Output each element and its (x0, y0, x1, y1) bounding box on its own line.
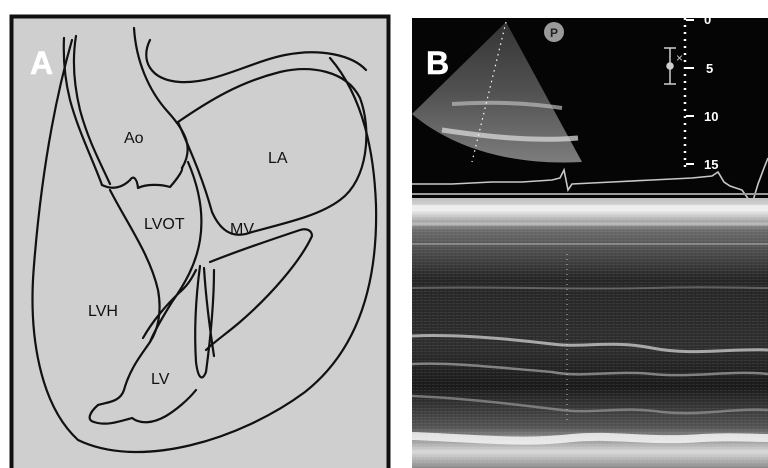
depth-label-10: 10 (704, 109, 718, 124)
svg-text:×: × (676, 51, 683, 65)
label-lvot: LVOT (144, 216, 185, 233)
panel-a-heart-diagram: A Ao LA LVOT MV LVH LV (0, 0, 400, 468)
panel-b-letter: B (426, 45, 449, 81)
label-lv: LV (151, 371, 170, 388)
depth-label-5: 5 (706, 61, 713, 76)
probe-badge-label: P (550, 26, 558, 40)
label-ao: Ao (124, 130, 144, 147)
label-mv: MV (230, 221, 254, 238)
depth-label-15: 15 (704, 157, 718, 172)
panel-b-mmode-echo: P × 0 5 10 15 B (412, 18, 768, 468)
mmode-speckle (412, 198, 768, 468)
label-la: LA (268, 150, 288, 167)
panel-a-letter: A (30, 45, 53, 81)
label-lvh: LVH (88, 303, 118, 320)
depth-label-0: 0 (704, 18, 711, 27)
